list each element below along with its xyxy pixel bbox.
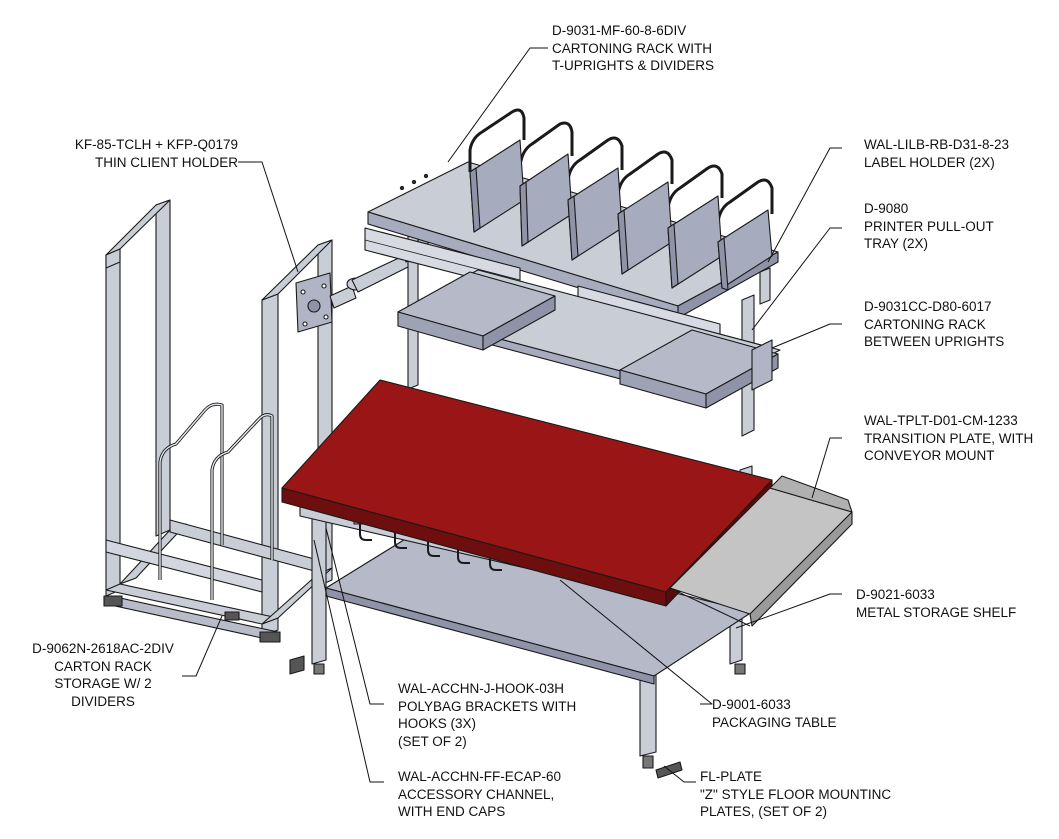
callout-thin-client-holder: KF-85-TCLH + KFP-Q0179 THIN CLIENT HOLDE… (60, 136, 238, 171)
leader-lines (182, 47, 842, 783)
callout-line: POLYBAG BRACKETS WITH (398, 698, 577, 714)
lower-rack (397, 269, 781, 409)
callout-line: HOOKS (3X) (398, 716, 477, 731)
callout-line: "Z" STYLE FLOOR MOUNTINC (700, 786, 892, 802)
callout-line: BETWEEN UPRIGHTS (864, 334, 1005, 349)
transition-plate (669, 475, 853, 627)
callout-line: DIVIDERS (71, 693, 135, 709)
callout-transition-plate: WAL-TPLT-D01-CM-1233 TRANSITION PLATE, W… (864, 412, 1033, 465)
callout-line: T-UPRIGHTS & DIVIDERS (552, 58, 715, 73)
callout-line: LABEL HOLDER (2X) (864, 154, 995, 170)
callout-line: D-9001-6033 (712, 697, 791, 712)
callout-line: D-9021-6033 (856, 587, 935, 602)
callout-line: WITH END CAPS (398, 804, 506, 819)
callout-line: D-9031CC-D80-6017 (864, 299, 992, 314)
callout-line: FL-PLATE (700, 769, 763, 784)
callout-line: KF-85-TCLH + KFP-Q0179 (74, 137, 238, 152)
callout-line: WAL-TPLT-D01-CM-1233 (864, 413, 1018, 428)
callout-polybag-brackets: WAL-ACCHN-J-HOOK-03H POLYBAG BRACKETS WI… (398, 680, 576, 750)
callout-line: ACCESSORY CHANNEL, (398, 786, 555, 802)
callout-line: WAL-ACCHN-J-HOOK-03H (398, 681, 565, 696)
callout-packaging-table: D-9001-6033 PACKAGING TABLE (712, 696, 837, 731)
callout-line: (SET OF 2) (398, 733, 467, 749)
carton-rack-storage-frame (103, 199, 333, 643)
callout-line: THIN CLIENT HOLDER (94, 154, 238, 170)
callout-cartoning-rack: D-9031-MF-60-8-6DIV CARTONING RACK WITH … (552, 22, 714, 75)
storage-shelf (325, 529, 753, 685)
callout-accessory-channel: WAL-ACCHN-FF-ECAP-60 ACCESSORY CHANNEL, … (398, 768, 561, 821)
callout-line: WAL-ACCHN-FF-ECAP-60 (398, 769, 562, 784)
callout-line: D-9031-MF-60-8-6DIV (552, 23, 687, 38)
callout-rack-between-uprights: D-9031CC-D80-6017 CARTONING RACK BETWEEN… (864, 298, 1004, 351)
callout-line: D-9080 (864, 201, 909, 216)
thin-client-holder (295, 235, 431, 333)
callout-line: PACKAGING TABLE (712, 714, 837, 730)
callout-floor-plate: FL-PLATE "Z" STYLE FLOOR MOUNTINC PLATES… (700, 768, 891, 821)
callout-line: CARTONING RACK (864, 316, 986, 332)
callout-line: STORAGE W/ 2 (54, 676, 152, 691)
callout-line: TRANSITION PLATE, WITH (864, 430, 1034, 446)
callout-line: METAL STORAGE SHELF (856, 604, 1017, 620)
shelf-dividers (468, 108, 774, 291)
callout-line: D-9062N-2618AC-2DIV (32, 641, 174, 656)
callout-metal-storage-shelf: D-9021-6033 METAL STORAGE SHELF (856, 586, 1016, 621)
callout-line: CARTON RACK (54, 658, 152, 674)
callout-printer-tray: D-9080 PRINTER PULL-OUT TRAY (2X) (864, 200, 994, 253)
callout-carton-rack-storage: D-9062N-2618AC-2DIV CARTON RACK STORAGE … (12, 640, 194, 710)
callout-line: PRINTER PULL-OUT (864, 218, 994, 234)
callout-label-holder: WAL-LILB-RB-D31-8-23 LABEL HOLDER (2X) (864, 136, 1009, 171)
callout-line: CONVEYOR MOUNT (864, 448, 995, 463)
callout-line: TRAY (2X) (864, 236, 929, 251)
callout-line: CARTONING RACK WITH (552, 40, 713, 56)
callout-line: WAL-LILB-RB-D31-8-23 (864, 137, 1010, 152)
callout-line: PLATES, (SET OF 2) (700, 804, 828, 819)
